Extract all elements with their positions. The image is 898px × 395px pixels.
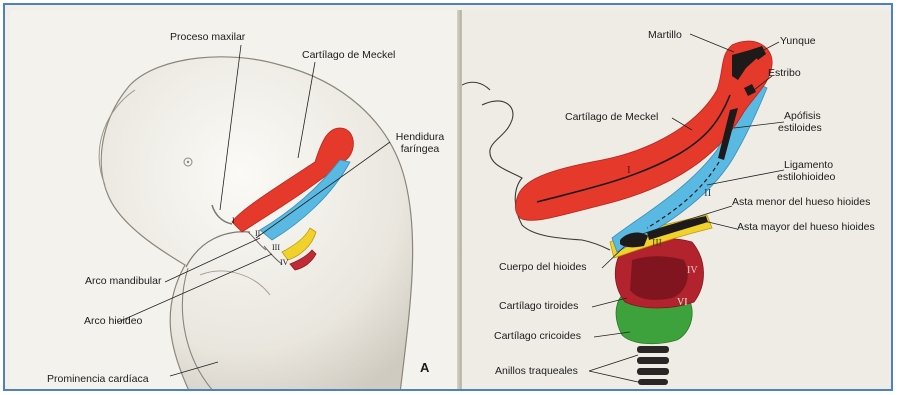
label-cartilago-tiroides: Cartílago tiroides <box>499 301 578 312</box>
label-apofisis-1: Apófisis <box>784 111 821 122</box>
skeleton-panel: I II III IV VI Martillo Yunque Estribo C… <box>462 10 893 391</box>
figure-frame: I II III IV Proceso maxilar Cartílago de… <box>3 3 893 391</box>
label-cartilago-meckel-right: Cartílago de Meckel <box>565 112 658 123</box>
label-cartilago-meckel: Cartílago de Meckel <box>302 50 395 61</box>
embryo-panel: I II III IV Proceso maxilar Cartílago de… <box>10 10 460 391</box>
tracheal-ring-1 <box>637 346 669 353</box>
label-yunque: Yunque <box>780 36 816 47</box>
leader-anillos-2 <box>589 371 638 382</box>
embryo-body <box>101 57 412 391</box>
label-hendidura-2: faríngea <box>390 144 450 155</box>
label-ligamento-1: Ligamento <box>784 160 833 171</box>
label-arco-hioideo: Arco hioideo <box>84 316 142 327</box>
label-cuerpo-hioides: Cuerpo del hioides <box>499 262 587 273</box>
panel-letter: A <box>420 362 429 373</box>
tracheal-ring-4 <box>638 379 668 385</box>
right-numeral-1: I <box>627 165 631 176</box>
label-martillo: Martillo <box>648 30 682 41</box>
left-numeral-3: III <box>272 242 280 253</box>
label-proceso-maxilar: Proceso maxilar <box>170 32 245 43</box>
label-prominencia-cardiaca: Prominencia cardíaca <box>47 374 149 385</box>
label-arco-mandibular: Arco mandibular <box>85 276 161 287</box>
tracheal-ring-2 <box>637 357 669 364</box>
label-hendidura-1: Hendidura <box>390 132 450 143</box>
right-numeral-2: II <box>704 188 711 199</box>
label-ligamento-2: estilohioideo <box>777 172 835 183</box>
label-asta-menor: Asta menor del hueso hioides <box>732 197 870 208</box>
label-estribo: Estribo <box>768 68 801 79</box>
leader-anillos-1 <box>589 355 638 371</box>
leader-martillo <box>690 34 734 52</box>
label-apofisis-2: estiloides <box>778 123 822 134</box>
right-numeral-6: VI <box>677 297 688 308</box>
left-numeral-4: IV <box>280 257 288 268</box>
left-numeral-1: I <box>232 215 235 226</box>
label-anillos-traqueales: Anillos traqueales <box>495 366 578 377</box>
right-numeral-3: III <box>652 238 662 249</box>
left-numeral-2: II <box>255 228 260 239</box>
embryo-illustration <box>10 10 460 391</box>
tracheal-ring-3 <box>637 368 669 375</box>
label-cartilago-cricoides: Cartílago cricoides <box>494 331 581 342</box>
label-asta-mayor: Asta mayor del hueso hioides <box>737 222 875 233</box>
right-numeral-4: IV <box>687 265 698 276</box>
